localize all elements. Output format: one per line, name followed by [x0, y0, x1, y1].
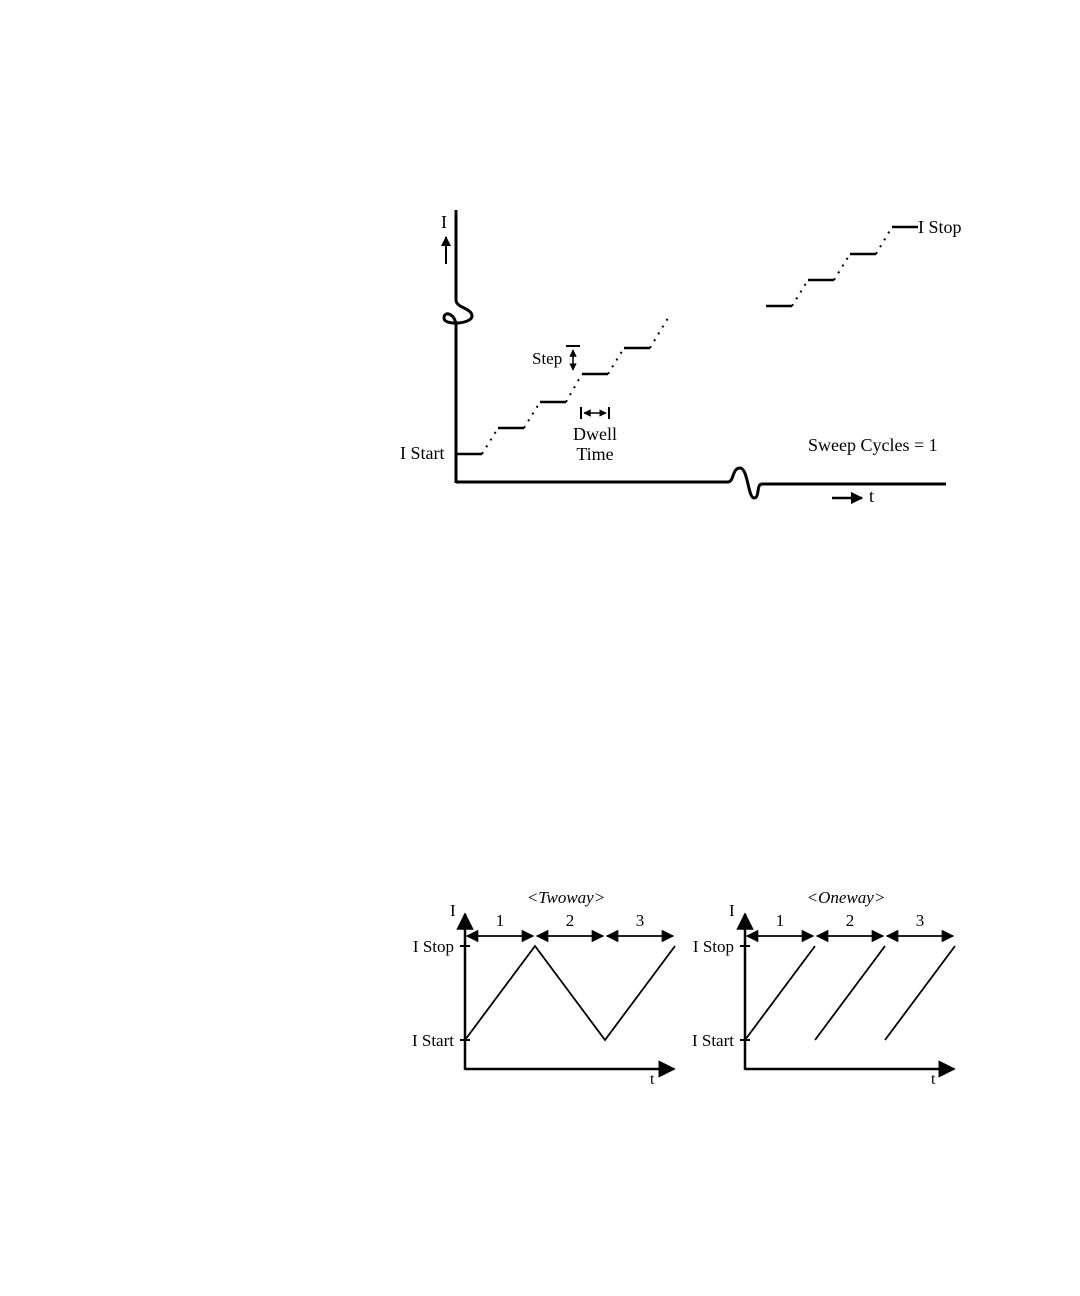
twoway-cycle-label-2: 2: [566, 911, 575, 930]
twoway-sweep-line: [465, 946, 675, 1040]
oneway-x-axis-label: t: [931, 1071, 936, 1088]
oneway-sweep-line-3: [885, 946, 955, 1040]
sweep-cycles-label: Sweep Cycles = 1: [808, 435, 938, 455]
oneway-stop-label: I Stop: [693, 937, 734, 956]
oneway-start-label: I Start: [692, 1031, 734, 1050]
oneway-cycle-label-3: 3: [916, 911, 925, 930]
step-riser: [876, 227, 892, 254]
twoway-cycle-label-3: 3: [636, 911, 645, 930]
oneway-cycle-label-1: 1: [776, 911, 785, 930]
step-riser: [650, 318, 668, 348]
dwell-label-line1: Dwell: [573, 424, 617, 444]
twoway-x-axis-label: t: [650, 1071, 655, 1088]
step-riser: [834, 254, 850, 280]
sweep-staircase-diagram: I t I Start I Stop Step: [400, 210, 962, 506]
dwell-label-line2: Time: [576, 444, 613, 464]
twoway-diagram: <Twoway> I t I Stop I Start 1 2 3: [412, 888, 675, 1088]
y-axis: [444, 210, 472, 483]
twoway-stop-label: I Stop: [413, 937, 454, 956]
twoway-title: <Twoway>: [527, 888, 605, 907]
oneway-diagram: <Oneway> I t I Stop I Start 1 2 3: [692, 888, 955, 1088]
y-axis-label: I: [441, 212, 447, 232]
oneway-sweep-line-2: [815, 946, 885, 1040]
step-riser: [792, 280, 808, 306]
twoway-start-label: I Start: [412, 1031, 454, 1050]
oneway-cycle-label-2: 2: [846, 911, 855, 930]
step-riser: [566, 374, 582, 402]
stop-label: I Stop: [918, 217, 962, 237]
step-riser: [482, 428, 498, 454]
step-riser: [524, 402, 540, 428]
oneway-title: <Oneway>: [807, 888, 886, 907]
twoway-cycle-label-1: 1: [496, 911, 505, 930]
oneway-y-axis-label: I: [729, 901, 735, 920]
step-riser: [608, 348, 624, 374]
twoway-y-axis-label: I: [450, 901, 456, 920]
step-label: Step: [532, 349, 562, 368]
oneway-sweep-line-1: [745, 946, 815, 1040]
start-label: I Start: [400, 443, 445, 463]
x-axis-label: t: [869, 486, 874, 506]
